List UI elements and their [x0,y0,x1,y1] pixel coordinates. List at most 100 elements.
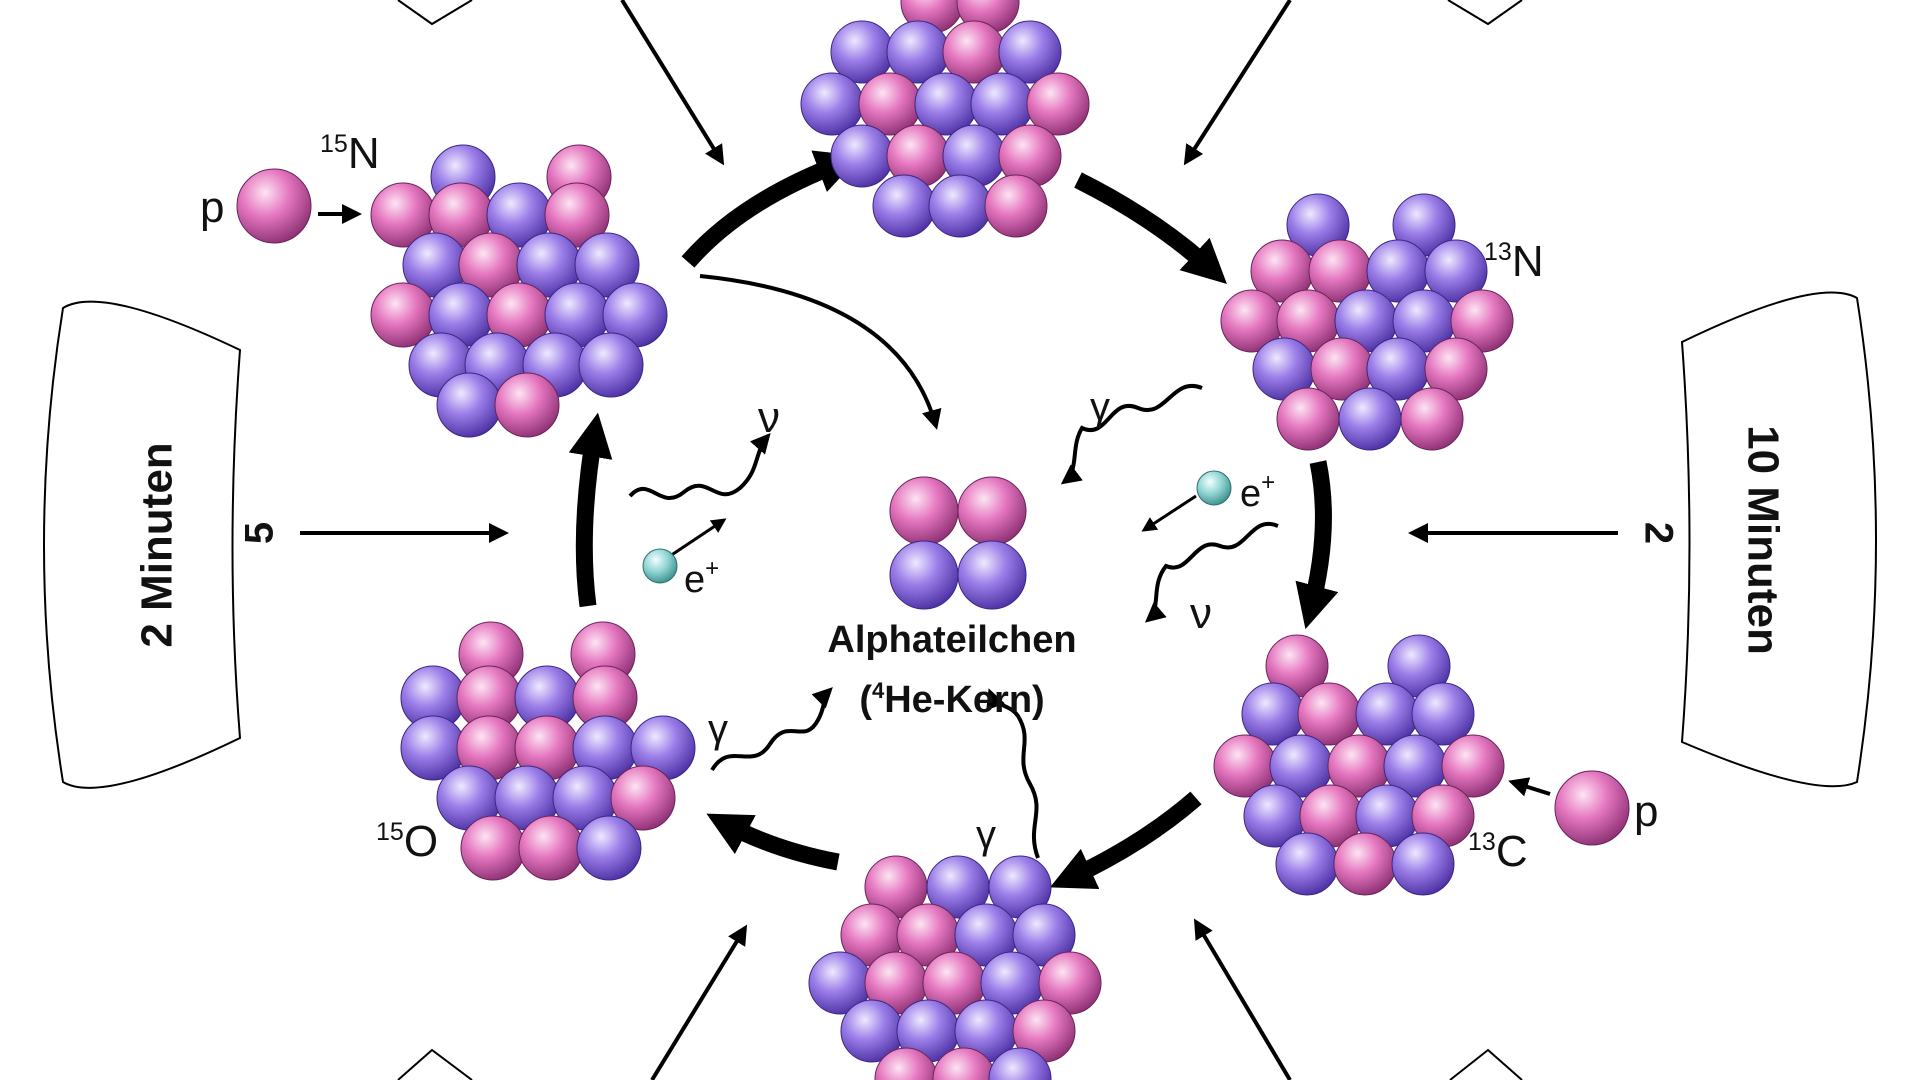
proton-ball-n15 [236,168,312,244]
proton-label-n15: p [200,183,224,232]
nucleus-o15 [400,621,696,881]
label-n15-symbol: N [348,129,380,178]
gamma-wave-n13 [1060,384,1203,485]
wavy-arrows [628,384,1279,859]
cycle-arrow-n13-to-c13 [1295,460,1339,630]
time-panel-left: 2 Minuten [43,300,242,789]
neutrino-wave-o15 [628,432,771,500]
center-label-rest: He-Kern) [884,679,1044,721]
proton-label-c13: p [1634,787,1658,836]
label-o15-symbol: O [404,817,438,866]
neutrino-label-n13: ν [1190,589,1212,638]
center-label-line1: Alphateilchen [827,619,1076,661]
positron-ball-o15 [642,548,678,584]
positron-arrow-n13 [1141,494,1197,532]
positron-label-o15-e: e [684,559,705,601]
neutron-sphere [957,540,1027,610]
neutron-sphere [872,174,936,238]
neutron-sphere [889,540,959,610]
nucleus-top [800,0,1090,238]
center-label-open: ( [859,679,872,721]
inflow-arrow-bottomleft [650,924,748,1080]
label-o15: 15O [376,817,438,866]
proton-sphere [518,815,584,881]
neutron-sphere [1391,832,1455,896]
time-step-right: 2 [1636,522,1680,544]
cycle-arrow-n15-to-top [681,150,861,268]
gamma-wave-o15 [710,687,833,772]
center-label-line2: (4He-Kern) [859,678,1044,721]
nucleus-n15 [370,144,668,438]
label-o15-mass: 15 [376,818,404,846]
time-panel-right: 10 Minuten [1680,291,1877,788]
time-panel-right-label: 10 Minuten [1738,425,1787,655]
time-panel-topleft-edge [397,0,473,26]
gamma-wave-bottom [986,688,1040,859]
neutrino-wave-n13 [1144,521,1279,623]
proton-sphere [957,476,1027,546]
proton-sphere [1276,387,1340,451]
positron-label-n13-e: e [1240,473,1261,515]
neutron-sphere [830,124,894,188]
positron-arrow-o15 [669,518,727,558]
time-panel-right-frame [1680,291,1877,788]
nuclei-layer [370,0,1514,1080]
neutron-sphere [1424,239,1488,303]
proton-n15 [236,168,312,244]
nucleus-alpha [889,476,1027,610]
neutron-sphere [578,332,644,398]
label-n15: 15N [320,129,380,178]
proton-sphere [1026,72,1090,136]
label-n13-mass: 13 [1484,238,1512,266]
neutron-sphere [574,232,640,298]
neutrino-label-o15: ν [758,393,780,442]
gamma-label-o15: γ [708,707,728,751]
proton-c13 [1554,770,1630,846]
time-panel-left-label: 2 Minuten [133,442,182,647]
proton-sphere [984,174,1048,238]
proton-sphere [1441,734,1505,798]
proton-ball-c13 [1554,770,1630,846]
alpha-arrow-n15-to-center [699,274,942,430]
cycle-arrow-o15-to-n15 [568,412,613,608]
proton-sphere [460,815,526,881]
inflow-arrow-topright [1183,0,1292,166]
neutron-sphere [1411,682,1475,746]
proton-sphere [494,372,560,438]
inflow-arrows [300,0,1618,1080]
inflow-arrow-bottomright [1193,918,1292,1080]
proton-sphere [1333,832,1397,896]
neutron-sphere [1338,387,1402,451]
positron-label-o15-charge: + [705,555,719,582]
neutron-sphere [576,815,642,881]
neutron-sphere [988,1047,1052,1080]
cycle-arrows [568,150,1339,889]
time-panel-bottomright-edge [1449,1048,1523,1080]
nucleus-bottom [808,855,1102,1080]
proton-sphere [1400,387,1464,451]
label-c13: 13C [1468,827,1528,876]
cycle-arrow-top-to-n13 [1074,172,1227,285]
label-n13-symbol: N [1512,237,1544,286]
time-panel-bottomleft-edge [397,1048,473,1080]
nucleus-c13 [1213,634,1505,896]
proton-sphere [889,476,959,546]
neutron-sphere [1275,832,1339,896]
label-c13-symbol: C [1496,827,1528,876]
inflow-arrow-topleft [620,0,725,166]
proton-sphere [544,182,610,248]
neutron-sphere [928,174,992,238]
nucleus-n13 [1220,193,1514,451]
center-label-mass: 4 [872,678,885,703]
label-c13-mass: 13 [1468,828,1496,856]
positron-label-o15: e+ [684,555,719,601]
time-panel-left-frame [43,300,242,789]
neutron-sphere [998,20,1062,84]
gamma-label-bottom: γ [976,813,996,857]
time-panel-topright-edge [1447,0,1523,26]
neutron-sphere [436,372,502,438]
label-n13: 13N [1484,237,1544,286]
cycle-arrow-c13-to-bottom [1049,791,1202,889]
proton-arrow-c13 [1508,777,1551,797]
